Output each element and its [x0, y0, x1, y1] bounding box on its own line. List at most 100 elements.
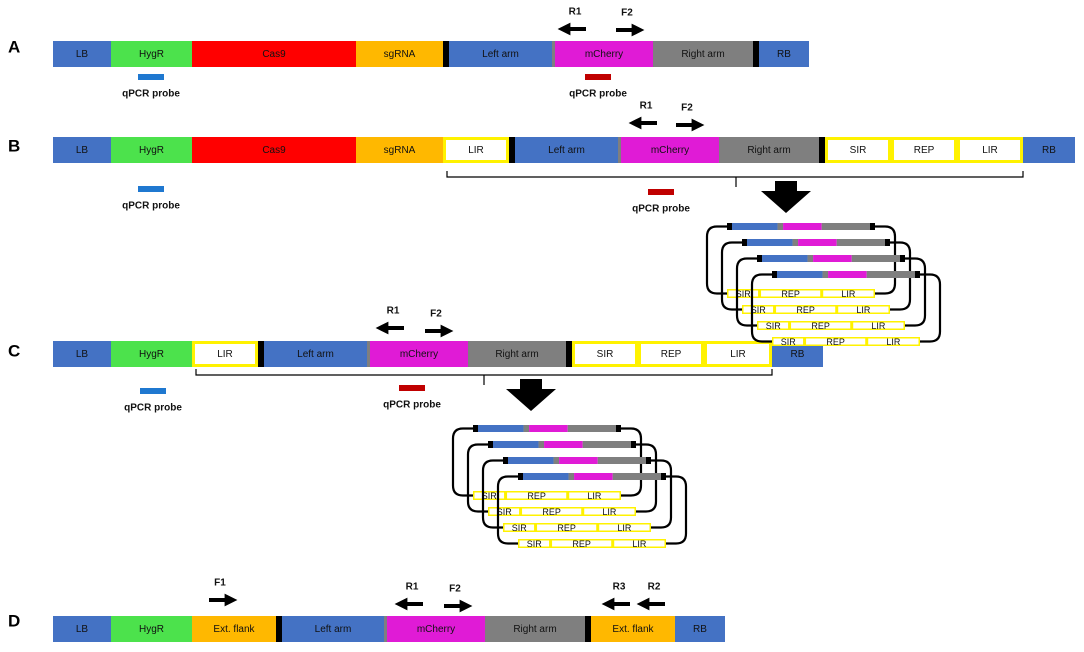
b-stack-circle-2-bottom-box-LIR	[838, 306, 889, 313]
a-black-2	[753, 41, 759, 67]
d-right-arm	[485, 616, 585, 642]
b-bracket	[446, 171, 1024, 178]
b-stack-circle-3-loop-left	[735, 257, 757, 327]
b-cas9-label: Cas9	[262, 145, 286, 156]
d-left-arm-label: Left arm	[315, 624, 352, 635]
b-stack-circle-2-bottom-lir-label: LIR	[856, 305, 871, 315]
b-stack-circle-4-top-seg-3	[866, 271, 915, 278]
b-hygr	[111, 137, 192, 163]
a-hygr-label: HygR	[139, 49, 164, 60]
b-stack-circle-3-top-seg-3	[851, 255, 900, 262]
c-lir-label: LIR	[217, 349, 233, 360]
c-stack-circle-2-bottom-lir-label: LIR	[602, 507, 617, 517]
c-stack-circle-2-top-seg-2	[544, 441, 583, 448]
b-stack-circle-3-bottom-box-SIR	[758, 322, 789, 329]
b-stack-circle-4-loop-right	[920, 273, 942, 343]
c-stack-circle-4-bottom-sir-label: SIR	[527, 539, 543, 549]
a-black-1	[443, 41, 449, 67]
b-stack-circle-3-bottom-box-LIR	[853, 322, 904, 329]
c-stack-circle-1-bottom-rep-label: REP	[527, 491, 546, 501]
c-left-arm-label: Left arm	[297, 349, 334, 360]
b-sgrna-label: sgRNA	[384, 145, 416, 156]
b-stack-circle-3-loop-right	[905, 257, 927, 327]
a-left-arm-label: Left arm	[482, 49, 519, 60]
b-stack-circle-2-top-seg-1	[792, 239, 799, 246]
c-stack-circle-3-top-seg-2	[559, 457, 598, 464]
b-lir	[443, 137, 509, 163]
b-stack-circle-4-bottom-box-LIR	[868, 338, 919, 345]
c-stack-circle-3-bottom-box-SIR	[504, 524, 535, 531]
c-stack-circle-3-bottom-rep-label: REP	[557, 523, 576, 533]
c-sir-label: SIR	[597, 349, 614, 360]
b-stack-circle-3-top-seg-0	[762, 255, 808, 262]
c-stack-circle-1-top-rb	[616, 425, 621, 432]
b-stack-circle-4-bottom-rep-label: REP	[826, 337, 845, 347]
c-stack-circle-1-bottom-box-SIR	[474, 492, 505, 499]
d-black-1	[276, 616, 282, 642]
b-stack-circle-2-loop-left	[720, 241, 742, 311]
c-probe-blue	[140, 388, 166, 394]
d-left-arm	[282, 616, 384, 642]
c-stack-circle-2-bottom-box-LIR	[584, 508, 635, 515]
b-stack-circle-2-top-seg-3	[836, 239, 885, 246]
b-probe-red	[648, 189, 674, 195]
c-lb-label: LB	[76, 349, 89, 360]
c-stack-circle-3-top-lb	[503, 457, 508, 464]
b-stack-circle-1-top-seg-3	[821, 223, 870, 230]
c-stack-circle-4-loop-right	[666, 475, 688, 545]
b-rep	[891, 137, 957, 163]
c-stack-circle-4-top-seg-2	[574, 473, 613, 480]
b-cas9	[192, 137, 356, 163]
c-probe-blue-label: qPCR probe	[124, 403, 182, 414]
c-stack-circle-4-loop-left	[496, 475, 518, 545]
c-stack-circle-1-top-seg-3	[567, 425, 616, 432]
b-stack-circle-1-bottom-lir-label: LIR	[841, 289, 856, 299]
b-stack-circle-4-top-lb	[772, 271, 777, 278]
c-stack-circle-2-bottom-sir-label: SIR	[497, 507, 513, 517]
panel-letter-C: C	[8, 342, 20, 361]
c-stack-circle-4-bottom-box-REP	[552, 540, 612, 547]
c-hygr	[111, 341, 192, 367]
c-right-arm-label: Right arm	[495, 349, 538, 360]
c-bracket	[195, 369, 773, 376]
b-stack-circle-2-bottom-rep-label: REP	[796, 305, 815, 315]
d-ext-flank-2-label: Ext. flank	[612, 624, 654, 635]
c-stack-circle-4-top-seg-3	[612, 473, 661, 480]
c-stack-circle-3-bottom-lir-label: LIR	[617, 523, 632, 533]
panel-letter-D: D	[8, 612, 20, 631]
b-right-arm	[719, 137, 819, 163]
b-stack-circle-3-top-lb	[757, 255, 762, 262]
c-stack-circle-2-top-seg-0	[493, 441, 539, 448]
c-gap	[367, 341, 370, 367]
panel-letter-A: A	[8, 38, 20, 57]
b-stack-circle-2-bottom-box-REP	[776, 306, 836, 313]
c-big-arrow	[506, 379, 556, 411]
b-stack-circle-2-top-lb	[742, 239, 747, 246]
d-gap	[384, 616, 387, 642]
c-stack-circle-1-loop-left	[451, 427, 473, 497]
c-left-arm	[264, 341, 367, 367]
b-probe-blue	[138, 186, 164, 192]
b-stack-circle-1-top-seg-1	[777, 223, 784, 230]
d-primer-r2-label: R2	[648, 582, 661, 593]
b-lir-2	[957, 137, 1023, 163]
c-rep-label: REP	[661, 349, 682, 360]
b-stack-circle-2-top-rb	[885, 239, 890, 246]
c-stack-circle-2-bottom-box-SIR	[489, 508, 520, 515]
c-black-1	[258, 341, 264, 367]
a-cas9	[192, 41, 356, 67]
c-stack-circle-2-top-lb	[488, 441, 493, 448]
c-primer-f2-label: F2	[430, 309, 442, 320]
b-stack-circle-2-bottom-sir-label: SIR	[751, 305, 767, 315]
d-hygr-label: HygR	[139, 624, 164, 635]
c-mcherry	[370, 341, 468, 367]
b-stack-circle-2-top-seg-0	[747, 239, 793, 246]
d-mcherry-label: mCherry	[417, 624, 455, 635]
b-stack-circle-3-top-seg-1	[807, 255, 814, 262]
a-lb-label: LB	[76, 49, 89, 60]
a-mcherry-label: mCherry	[585, 49, 623, 60]
c-stack-circle-1-bottom-lir-label: LIR	[587, 491, 602, 501]
b-stack-circle-4-loop-left	[750, 273, 772, 343]
c-rep	[638, 341, 704, 367]
